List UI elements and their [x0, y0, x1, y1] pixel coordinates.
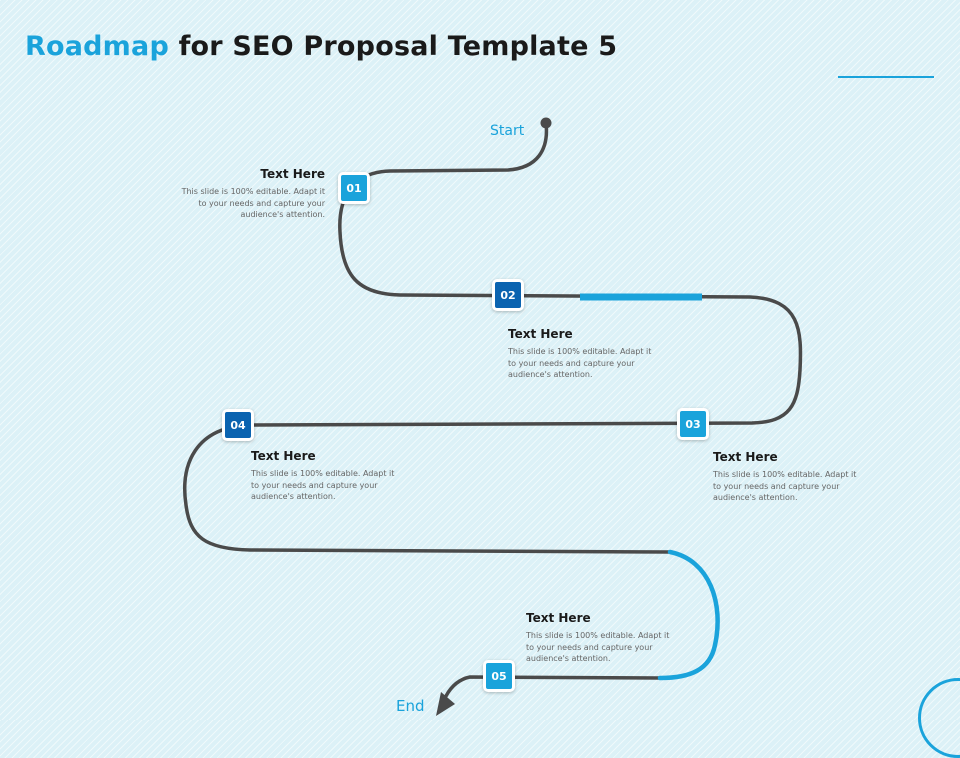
step-marker-04: 04 — [222, 409, 254, 441]
end-label: End — [396, 697, 425, 715]
step-marker-02: 02 — [492, 279, 524, 311]
step-marker-03: 03 — [677, 408, 709, 440]
roadmap-path — [183, 117, 803, 716]
title-underline — [838, 76, 934, 78]
accent-segment-5 — [657, 549, 720, 681]
step-marker-05: 05 — [483, 660, 515, 692]
step-block-03: Text Here This slide is 100% editable. A… — [713, 450, 865, 504]
step-description: This slide is 100% editable. Adapt it to… — [251, 469, 395, 501]
step-block-01: Text Here This slide is 100% editable. A… — [173, 167, 325, 221]
step-title: Text Here — [713, 450, 778, 464]
title-highlight: Roadmap — [25, 31, 169, 62]
start-label: Start — [490, 123, 525, 139]
step-title: Text Here — [508, 327, 573, 341]
step-description: This slide is 100% editable. Adapt it to… — [713, 470, 857, 502]
step-title: Text Here — [526, 611, 591, 625]
step-description: This slide is 100% editable. Adapt it to… — [181, 187, 325, 219]
step-block-04: Text Here This slide is 100% editable. A… — [251, 449, 403, 503]
step-block-05: Text Here This slide is 100% editable. A… — [526, 611, 678, 665]
step-description: This slide is 100% editable. Adapt it to… — [508, 347, 652, 379]
step-title: Text Here — [251, 449, 316, 463]
title-rest: for SEO Proposal Template 5 — [168, 31, 618, 62]
step-block-02: Text Here This slide is 100% editable. A… — [508, 327, 660, 381]
step-title: Text Here — [260, 167, 325, 181]
step-marker-01: 01 — [338, 172, 370, 204]
step-description: This slide is 100% editable. Adapt it to… — [526, 631, 670, 663]
page-title: Roadmap for SEO Proposal Template 5 — [25, 31, 617, 62]
start-dot — [540, 117, 552, 129]
end-arrow-head — [436, 692, 455, 716]
